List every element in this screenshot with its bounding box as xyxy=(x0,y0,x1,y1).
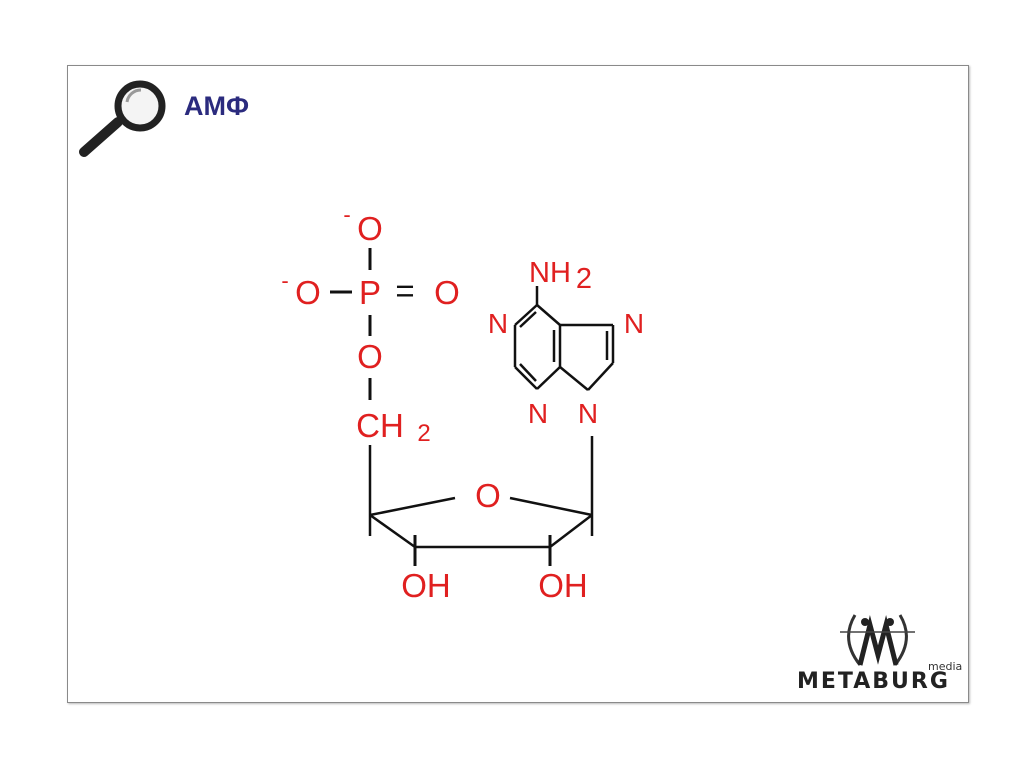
slide-title: АМФ xyxy=(184,91,249,121)
slide-frame xyxy=(67,65,969,703)
hydroxyl-2: OH xyxy=(401,567,451,604)
hydroxyl-3: OH xyxy=(538,567,588,604)
logo-media: media xyxy=(928,660,962,673)
subscript-2: 2 xyxy=(576,263,592,295)
atom-nh: NH xyxy=(529,257,571,289)
metaburg-logo: media METABURG xyxy=(797,614,962,694)
double-bond-sign: = xyxy=(395,272,414,309)
atom-n1: N xyxy=(488,308,508,339)
atom-o-ester: O xyxy=(357,338,383,375)
logo-text: METABURG xyxy=(797,669,950,694)
atom-p: P xyxy=(359,274,381,311)
magnifier-icon xyxy=(79,80,166,157)
atom-o-right: O xyxy=(434,274,460,311)
bonds xyxy=(330,248,615,566)
charge-label: - xyxy=(281,268,288,293)
atom-ch: CH xyxy=(356,407,404,444)
atom-n3: N xyxy=(528,398,548,429)
subscript-2: 2 xyxy=(417,420,430,447)
atom-o-left: O xyxy=(295,274,321,311)
atom-o-top: O xyxy=(357,210,383,247)
atom-n7: N xyxy=(624,308,644,339)
atom-ring-o: O xyxy=(475,477,501,514)
charge-label: - xyxy=(343,202,350,227)
atom-n9: N xyxy=(578,398,598,429)
